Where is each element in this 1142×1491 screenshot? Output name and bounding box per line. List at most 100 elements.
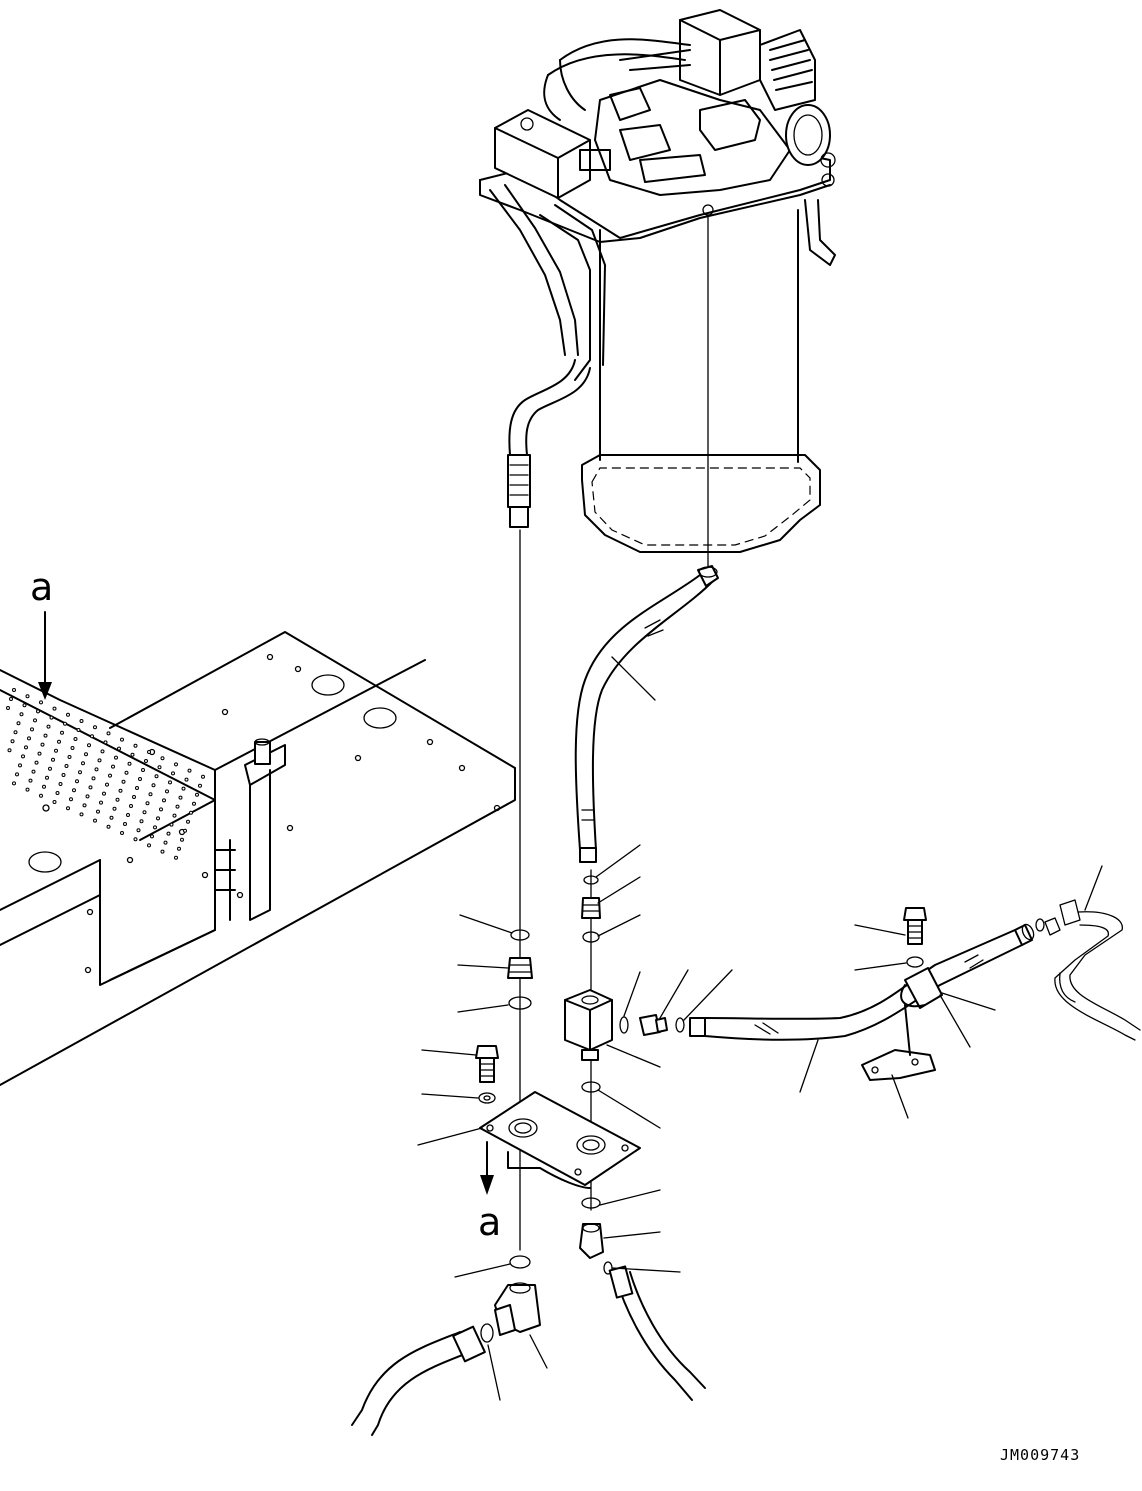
perforation-hole [80, 720, 83, 723]
perforation-hole [202, 775, 205, 778]
perforation-hole [166, 790, 169, 793]
perforation-hole [26, 788, 29, 791]
perforation-hole [128, 762, 131, 765]
perforation-hole [31, 728, 34, 731]
perforation-hole [196, 793, 199, 796]
perforation-hole [190, 811, 193, 814]
perforation-hole [142, 769, 145, 772]
perforation-hole [179, 796, 182, 799]
perforation-hole [55, 749, 58, 752]
perforation-hole [37, 710, 40, 713]
perforation-hole [133, 796, 136, 799]
perforation-hole [160, 808, 163, 811]
perforation-hole [11, 740, 14, 743]
perforation-hole [77, 729, 80, 732]
view-label-a-bottom: a [478, 1200, 501, 1244]
perforation-hole [163, 799, 166, 802]
perforation-hole [29, 779, 32, 782]
perforation-hole [106, 783, 109, 786]
perforation-hole [175, 763, 178, 766]
perforation-hole [40, 794, 43, 797]
mounting-bolt-and-washer [476, 1046, 498, 1103]
perforation-hole [13, 782, 16, 785]
perforation-hole [14, 731, 17, 734]
perforation-hole [115, 756, 118, 759]
perforation-hole [154, 826, 157, 829]
perforation-hole [95, 768, 98, 771]
perforation-hole [104, 741, 107, 744]
perforation-hole [178, 847, 181, 850]
perforation-hole [53, 801, 56, 804]
perforation-hole [64, 722, 67, 725]
perforation-hole [35, 761, 38, 764]
perforation-hole [121, 738, 124, 741]
perforation-hole [109, 774, 112, 777]
perforation-hole [58, 740, 61, 743]
perforation-hole [92, 777, 95, 780]
perforation-hole [25, 746, 28, 749]
perforation-hole [56, 792, 59, 795]
perforation-hole [40, 701, 43, 704]
perforation-hole [149, 793, 152, 796]
perforation-hole [193, 802, 196, 805]
perforation-hole [134, 838, 137, 841]
perforation-hole [67, 807, 70, 810]
perforation-hole [184, 829, 187, 832]
perforation-hole [137, 829, 140, 832]
perforation-hole [46, 776, 49, 779]
perforation-hole [145, 760, 148, 763]
perforation-hole [32, 770, 35, 773]
perforation-hole [136, 787, 139, 790]
perforation-hole [98, 759, 101, 762]
perforation-hole [103, 792, 106, 795]
perforation-hole [91, 735, 94, 738]
perforation-hole [124, 823, 127, 826]
perforation-hole [85, 753, 88, 756]
perforation-hole [86, 795, 89, 798]
perforation-hole [38, 752, 41, 755]
perforation-hole [74, 738, 77, 741]
perforation-hole [70, 798, 73, 801]
perforation-hole [80, 813, 83, 816]
perforation-hole [20, 713, 23, 716]
perforation-hole [89, 786, 92, 789]
perforation-hole [34, 719, 37, 722]
perforation-hole [134, 744, 137, 747]
perforation-hole [41, 743, 44, 746]
perforation-hole [17, 722, 20, 725]
perforation-hole [148, 751, 151, 754]
perforation-hole [185, 778, 188, 781]
perforation-hole [130, 805, 133, 808]
perforation-hole [83, 804, 86, 807]
perforation-hole [13, 689, 16, 692]
perforation-hole [122, 780, 125, 783]
perforation-hole [53, 707, 56, 710]
perforation-hole [164, 841, 167, 844]
perforation-hole [65, 765, 68, 768]
perforation-hole [71, 747, 74, 750]
perforation-hole [76, 780, 79, 783]
perforation-hole [61, 731, 64, 734]
perforation-hole [187, 820, 190, 823]
perforation-hole [143, 811, 146, 814]
perforation-hole [43, 785, 46, 788]
perforation-hole [182, 787, 185, 790]
perforation-hole [50, 716, 53, 719]
perforation-hole [161, 757, 164, 760]
tank-return-hose [576, 566, 718, 862]
perforation-hole [172, 772, 175, 775]
right-branch-hose [690, 900, 1140, 1080]
perforation-hole [188, 769, 191, 772]
perforation-hole [112, 765, 115, 768]
perforation-hole [107, 732, 110, 735]
perforation-hole [97, 810, 100, 813]
perforation-hole [94, 819, 97, 822]
perforation-hole [116, 798, 119, 801]
leader-lines [418, 845, 1102, 1400]
perforation-hole [148, 844, 151, 847]
perforation-hole [26, 695, 29, 698]
perforation-hole [100, 801, 103, 804]
perforation-hole [176, 805, 179, 808]
perforation-hole [82, 762, 85, 765]
